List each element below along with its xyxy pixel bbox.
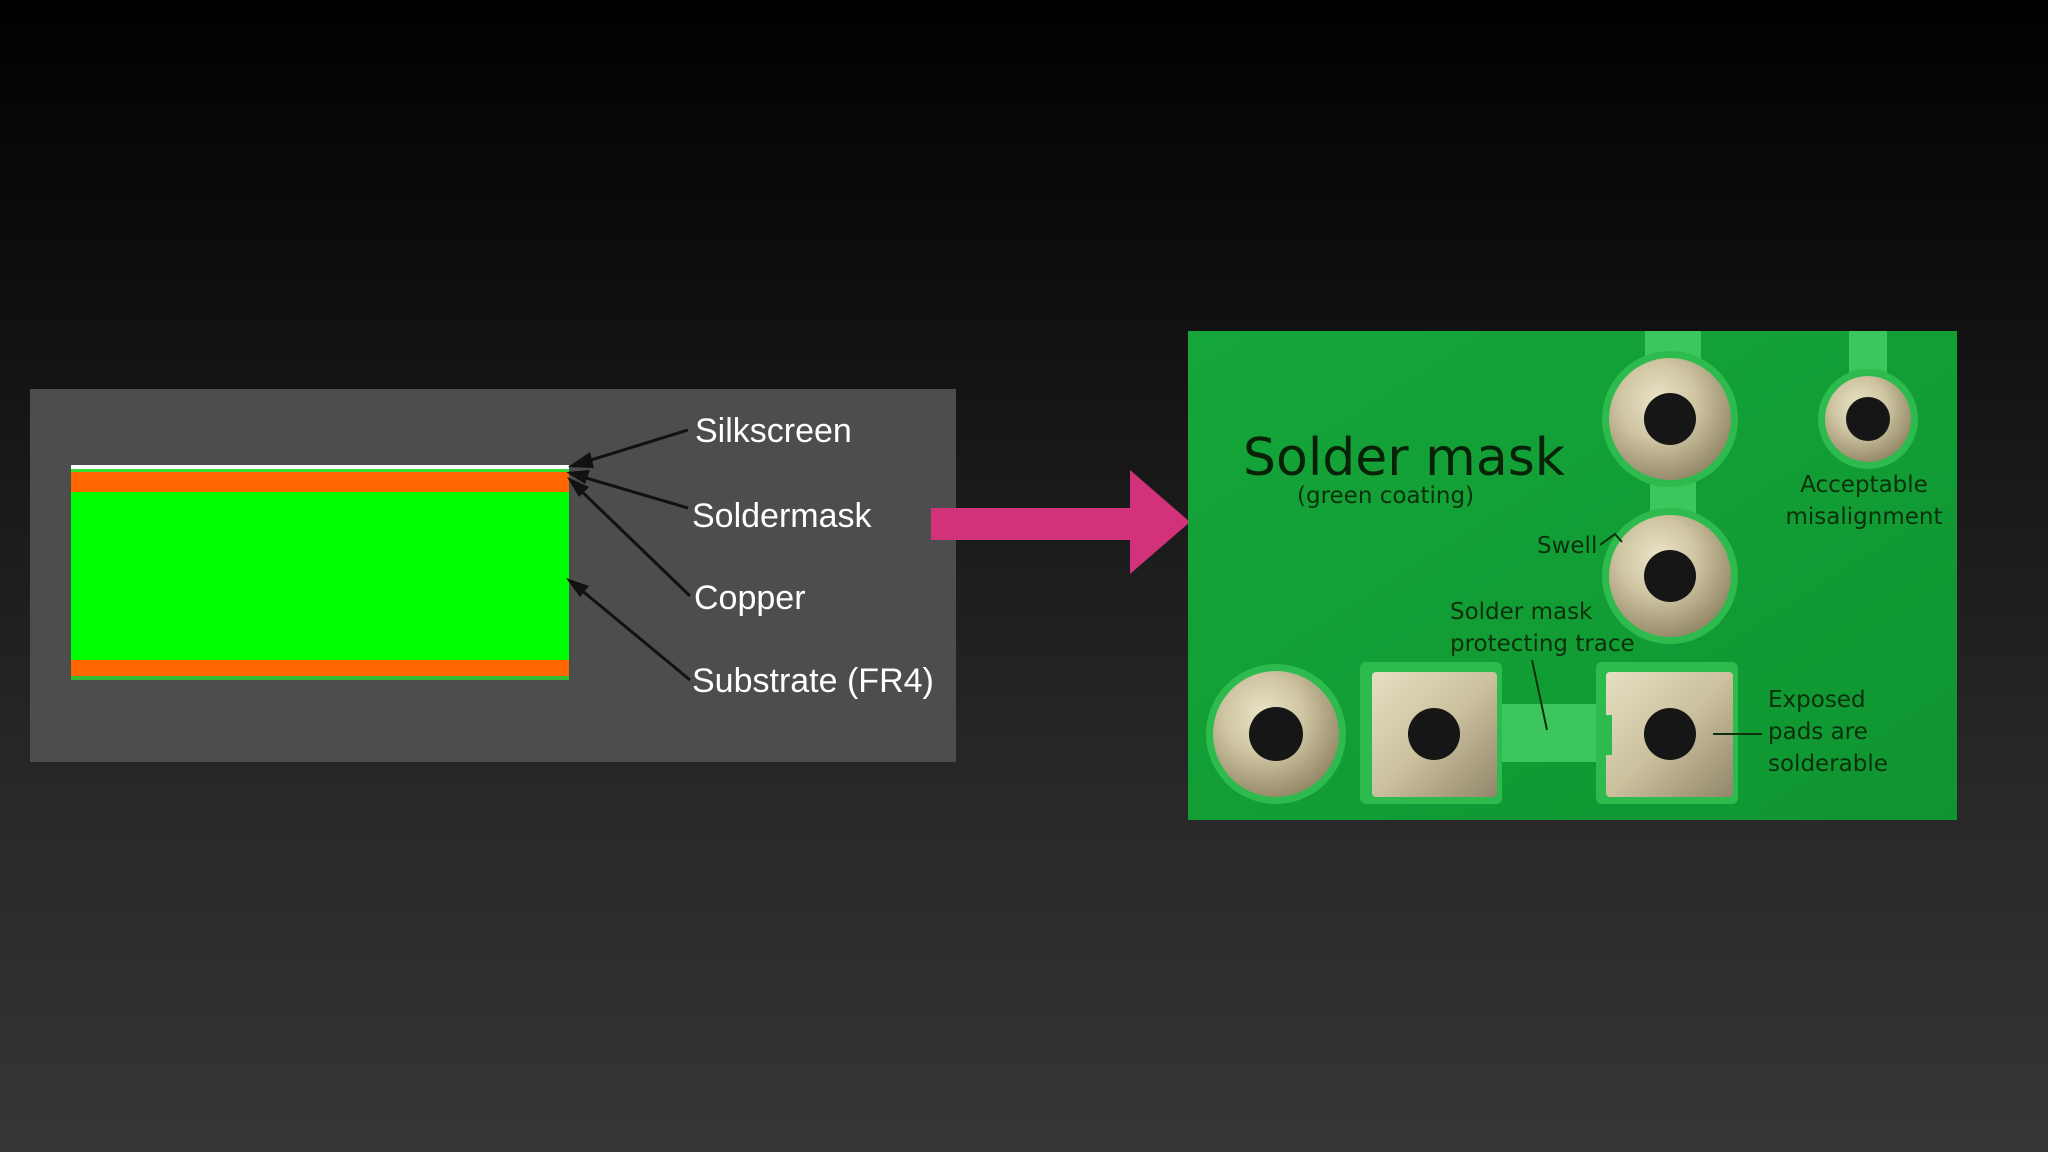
- arrowhead-silkscreen: [568, 452, 594, 468]
- note-exposed-line3: solderable: [1768, 751, 1888, 777]
- pointer-arrowheads: [566, 452, 594, 597]
- note-exposed-line2: pads are: [1768, 719, 1868, 745]
- pad-top-hole: [1644, 393, 1696, 445]
- square-pad-2-hole: [1644, 708, 1696, 760]
- label-silkscreen: Silkscreen: [695, 412, 852, 450]
- note-swell: Swell: [1537, 533, 1597, 559]
- arrowhead-soldermask: [566, 470, 590, 484]
- arrow-substrate: [573, 582, 691, 682]
- substrate-layer: [71, 492, 569, 660]
- swell-leader: [1599, 532, 1623, 546]
- pad-far-right-hole: [1846, 397, 1890, 441]
- silkscreen-layer: [71, 465, 569, 469]
- soldermask-top-layer: [71, 469, 569, 472]
- note-acceptable-line1: Acceptable: [1800, 472, 1928, 498]
- pcb-photo: Solder mask (green coating) Acceptable m…: [1188, 331, 1957, 820]
- round-pads: [1213, 358, 1911, 797]
- pcb-subtitle: (green coating): [1297, 483, 1474, 509]
- square-pad-2-notch: [1598, 715, 1612, 755]
- label-soldermask: Soldermask: [692, 497, 873, 535]
- annotation-lines: [1531, 532, 1762, 735]
- label-copper: Copper: [694, 579, 806, 617]
- soldermask-bottom-layer: [71, 676, 569, 680]
- arrowhead-copper: [567, 477, 589, 497]
- note-acceptable-line2: misalignment: [1786, 504, 1943, 530]
- right-arrow-icon: [931, 470, 1190, 574]
- square-pads: [1372, 672, 1733, 797]
- copper-top-layer: [71, 472, 569, 492]
- arrow-copper: [572, 482, 692, 598]
- copper-bottom-layer: [71, 660, 569, 676]
- arrow-soldermask: [575, 473, 689, 510]
- label-substrate: Substrate (FR4): [692, 662, 934, 700]
- pointer-arrows: [572, 428, 692, 682]
- pad-middle-hole: [1644, 550, 1696, 602]
- note-exposed-line1: Exposed: [1768, 687, 1866, 713]
- pad-bottom-left-hole: [1249, 707, 1303, 761]
- pcb-title: Solder mask: [1243, 428, 1565, 488]
- trace-leader: [1531, 659, 1548, 731]
- arrowhead-substrate: [566, 578, 589, 597]
- note-trace-line1: Solder mask: [1450, 599, 1593, 625]
- trace-square-pads: [1496, 704, 1606, 762]
- cross-section-diagram: Silkscreen Soldermask Copper Substrate (…: [30, 389, 956, 762]
- square-pad-1-hole: [1408, 708, 1460, 760]
- note-trace-line2: protecting trace: [1450, 631, 1635, 657]
- arrow-silkscreen: [577, 428, 689, 466]
